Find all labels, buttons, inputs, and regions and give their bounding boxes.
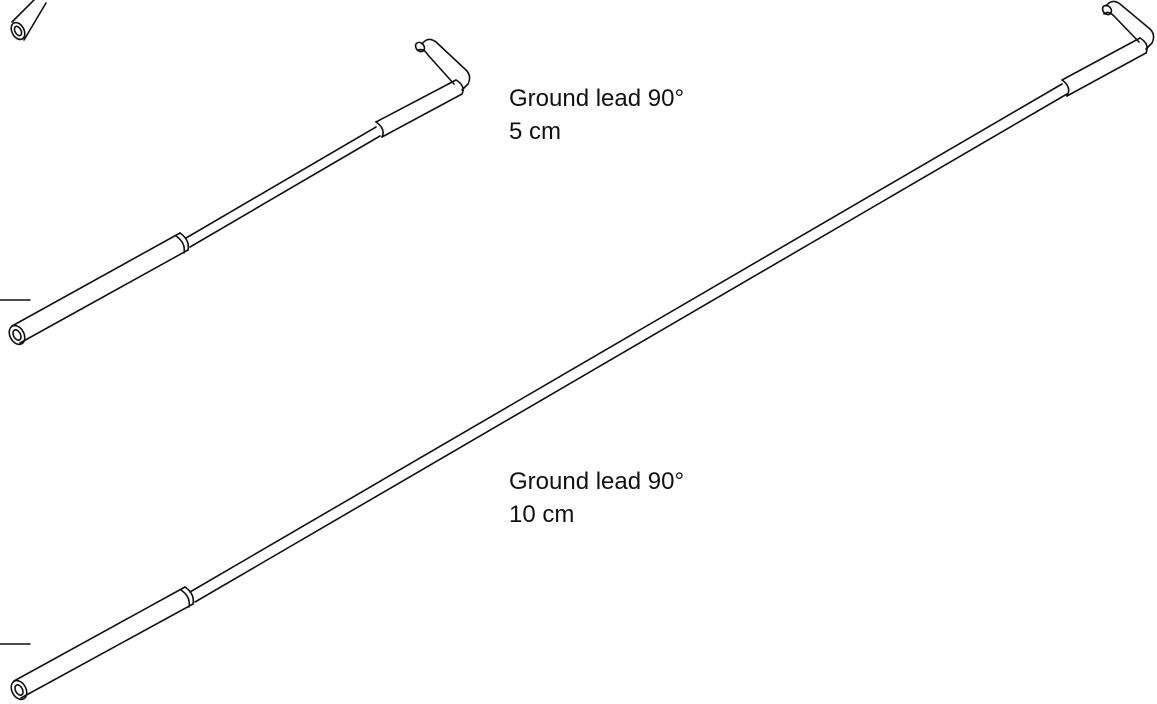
lead-length-10cm: 10 cm	[509, 501, 575, 528]
lead-name-10cm: Ground lead 90°	[509, 468, 685, 495]
partial-ground-lead	[10, 0, 47, 41]
lead-length-5cm: 5 cm	[509, 118, 562, 145]
lead-name-5cm: Ground lead 90°	[509, 85, 685, 112]
ground-lead-10cm	[10, 0, 1155, 701]
ground-lead-5cm	[8, 38, 471, 346]
ground-lead-5cm-label: Ground lead 90° 5 cm	[509, 82, 684, 148]
ground-lead-10cm-label: Ground lead 90° 10 cm	[509, 465, 684, 531]
